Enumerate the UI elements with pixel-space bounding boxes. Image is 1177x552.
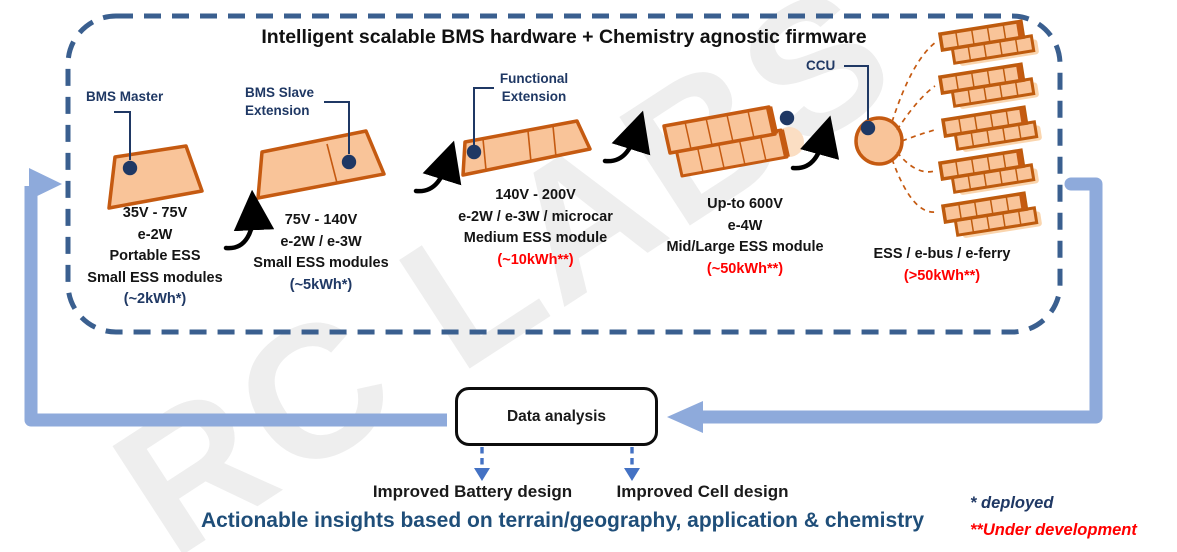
feedback-arrow-left <box>24 168 447 427</box>
module-spec-4: Up-to 600V e-4W Mid/Large ESS module (~5… <box>638 194 852 280</box>
module-4-shape <box>662 105 804 178</box>
flow-arrow-icon <box>413 140 462 194</box>
capacity-value: (~5kWh*) <box>289 276 353 293</box>
spec-line: e-2W <box>137 226 173 243</box>
spec-line: Medium ESS module <box>463 230 608 246</box>
analysis-output-arrows <box>474 447 640 481</box>
improved-cell-design-label: Improved Cell design <box>616 482 789 501</box>
module-spec-1: 35V - 75V e-2W Portable ESS Small ESS mo… <box>66 203 244 311</box>
functional-extension-dot <box>466 144 482 160</box>
bms-slave-dot <box>341 154 357 170</box>
arrowhead-left-icon <box>667 401 703 433</box>
capacity-value: (~50kWh**) <box>706 260 784 277</box>
bms-master-dot <box>122 160 138 176</box>
label-bms-master: BMS Master <box>86 89 164 104</box>
ess-module-shape <box>937 62 1039 109</box>
label-functional-extension: Functional Extension <box>490 70 578 106</box>
spec-line: 140V - 200V <box>495 187 576 203</box>
label-bms-slave-extension: BMS Slave Extension <box>245 84 314 120</box>
spec-line: Mid/Large ESS module <box>666 239 824 255</box>
spec-line: 75V - 140V <box>284 212 358 228</box>
module-1-shape <box>107 144 204 210</box>
footer-insights: Actionable insights based on terrain/geo… <box>200 509 925 532</box>
flow-arrow-icon <box>223 189 275 251</box>
scaling-arrows <box>223 110 840 251</box>
diagram-title: Intelligent scalable BMS hardware + Chem… <box>261 26 867 48</box>
arrowhead-right-icon <box>29 168 62 200</box>
ess-module-stack <box>937 19 1042 238</box>
module-2-shape <box>256 129 386 200</box>
flow-arrow-icon <box>790 115 840 171</box>
label-line: BMS Slave <box>245 85 315 100</box>
flow-arrow-icon <box>602 110 651 164</box>
ess-module-shape <box>937 148 1039 195</box>
data-analysis-label: Data analysis <box>506 407 607 425</box>
label-line: Functional <box>499 71 569 86</box>
module-3-shape <box>461 119 592 177</box>
ccu-dot <box>860 120 876 136</box>
ess-module-shape <box>940 191 1042 238</box>
system-boundary <box>65 13 1063 335</box>
label-line: Extension <box>501 89 567 104</box>
legend-deployed: * deployed <box>970 494 1054 512</box>
arrowhead-down-icon <box>474 468 490 481</box>
spec-line: Up-to 600V <box>707 196 783 212</box>
capacity-value: (>50kWh**) <box>903 267 981 284</box>
improved-battery-design-label: Improved Battery design <box>372 482 573 501</box>
capacity-value: (~2kWh*) <box>123 291 187 307</box>
spec-line: e-2W / e-3W / microcar <box>458 208 613 225</box>
spec-line: e-4W <box>727 217 763 234</box>
module-spec-5: ESS / e-bus / e-ferry (>50kWh**) <box>848 244 1036 287</box>
label-ccu: CCU <box>806 58 836 73</box>
label-line: Extension <box>245 103 310 118</box>
spec-line: 35V - 75V <box>122 205 188 221</box>
ess-module-shape <box>940 105 1042 152</box>
spec-line: ESS / e-bus / e-ferry <box>873 246 1011 262</box>
spec-line: Small ESS modules <box>253 255 389 271</box>
ess-module-shape <box>937 19 1039 66</box>
feedback-arrow-right <box>667 177 1103 433</box>
data-analysis-box: Data analysis <box>455 387 658 446</box>
module-spec-3: 140V - 200V e-2W / e-3W / microcar Mediu… <box>428 185 643 271</box>
ccu-links <box>891 41 939 213</box>
label-connectors <box>114 65 869 160</box>
module-spec-2: 75V - 140V e-2W / e-3W Small ESS modules… <box>232 210 410 296</box>
legend-under-development: **Under development <box>970 521 1137 539</box>
capacity-value: (~10kWh**) <box>497 251 574 268</box>
connector-dots <box>122 110 876 176</box>
spec-line: e-2W / e-3W <box>280 233 362 250</box>
arrowhead-down-icon <box>624 468 640 481</box>
spec-line: Small ESS modules <box>87 269 223 286</box>
spec-line: Portable ESS <box>109 248 201 264</box>
module-4-dot <box>779 110 795 126</box>
